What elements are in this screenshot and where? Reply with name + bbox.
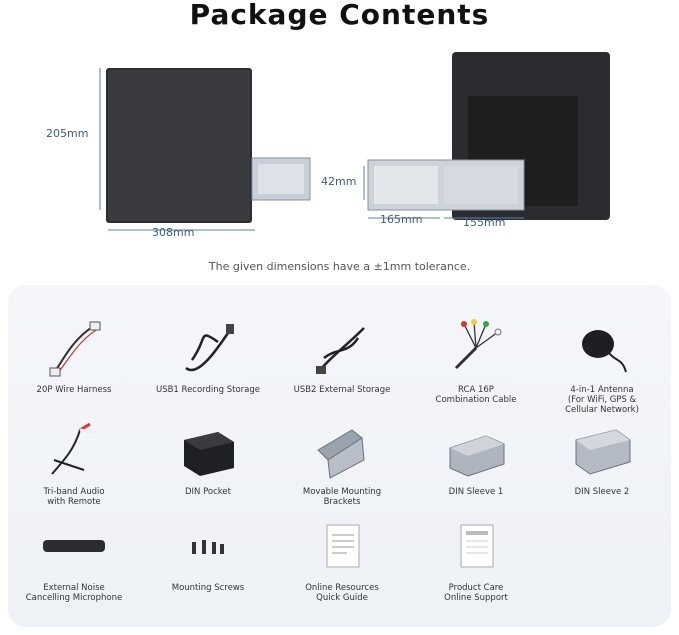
wire-harness-icon: [49, 321, 101, 377]
item-quick-guide: Online Resources Quick Guide: [276, 511, 408, 603]
item-rca: RCA 16P Combination Cable: [410, 313, 542, 405]
antenna-icon: [582, 330, 627, 373]
item-din-sleeve-1: DIN Sleeve 1: [410, 415, 542, 497]
product-illustration: [99, 52, 610, 231]
item-label: USB2 External Storage: [293, 385, 391, 395]
item-antenna: 4-in-1 Antenna (For WiFi, GPS & Cellular…: [536, 313, 668, 415]
guide-icon: [326, 524, 360, 568]
support-card-icon: [460, 524, 494, 568]
item-screws: Mounting Screws: [142, 511, 274, 593]
usb-cable-icon: [185, 324, 234, 372]
din-sleeve-icon: [449, 435, 505, 477]
din-sleeve-icon: [575, 429, 631, 475]
bracket-icon: [317, 429, 365, 479]
item-usb2: USB2 External Storage: [276, 313, 408, 395]
item-label: Mounting Screws: [171, 583, 245, 593]
product-dimensions-figure: 205mm 308mm 42mm 165mm 155mm: [0, 40, 679, 250]
item-audio: Tri-band Audio with Remote: [8, 415, 140, 507]
item-label: USB1 Recording Storage: [155, 385, 261, 395]
item-product-care: Product Care Online Support: [410, 511, 542, 603]
item-label: DIN Pocket: [185, 487, 231, 497]
item-label: External Noise Cancelling Microphone: [25, 583, 123, 603]
tolerance-note: The given dimensions have a ±1mm toleran…: [208, 260, 471, 273]
item-din-pocket: DIN Pocket: [142, 415, 274, 497]
item-label: Online Resources Quick Guide: [305, 583, 379, 603]
item-label: Product Care Online Support: [444, 583, 508, 603]
dim-width: 308mm: [152, 226, 195, 239]
rca-cable-icon: [454, 319, 502, 370]
item-label: DIN Sleeve 1: [448, 487, 504, 497]
din-pocket-icon: [184, 432, 234, 476]
microphone-icon: [43, 540, 105, 552]
item-microphone: External Noise Cancelling Microphone: [8, 511, 140, 603]
dim-box-width: 165mm: [380, 213, 423, 226]
audio-cable-icon: [51, 422, 97, 475]
item-label: DIN Sleeve 2: [574, 487, 630, 497]
item-brackets: Movable Mounting Brackets: [276, 415, 408, 507]
item-label: Movable Mounting Brackets: [302, 487, 382, 507]
usb-cable-icon: [316, 327, 365, 374]
item-label: Tri-band Audio with Remote: [43, 487, 105, 507]
page-title: Package Contents: [189, 0, 490, 31]
item-label: RCA 16P Combination Cable: [435, 385, 517, 405]
dim-height: 205mm: [46, 127, 89, 140]
item-label: 4-in-1 Antenna (For WiFi, GPS & Cellular…: [565, 385, 639, 415]
item-label: 20P Wire Harness: [36, 385, 112, 395]
item-usb1: USB1 Recording Storage: [142, 313, 274, 395]
item-wire-harness: 20P Wire Harness: [8, 313, 140, 395]
screws-icon: [192, 540, 224, 554]
package-items-panel: 20P Wire Harness USB1 Recording Storage …: [8, 285, 671, 627]
item-din-sleeve-2: DIN Sleeve 2: [536, 415, 668, 497]
dim-depth-rear: 42mm: [321, 175, 357, 188]
dim-box-depth: 155mm: [463, 216, 506, 229]
